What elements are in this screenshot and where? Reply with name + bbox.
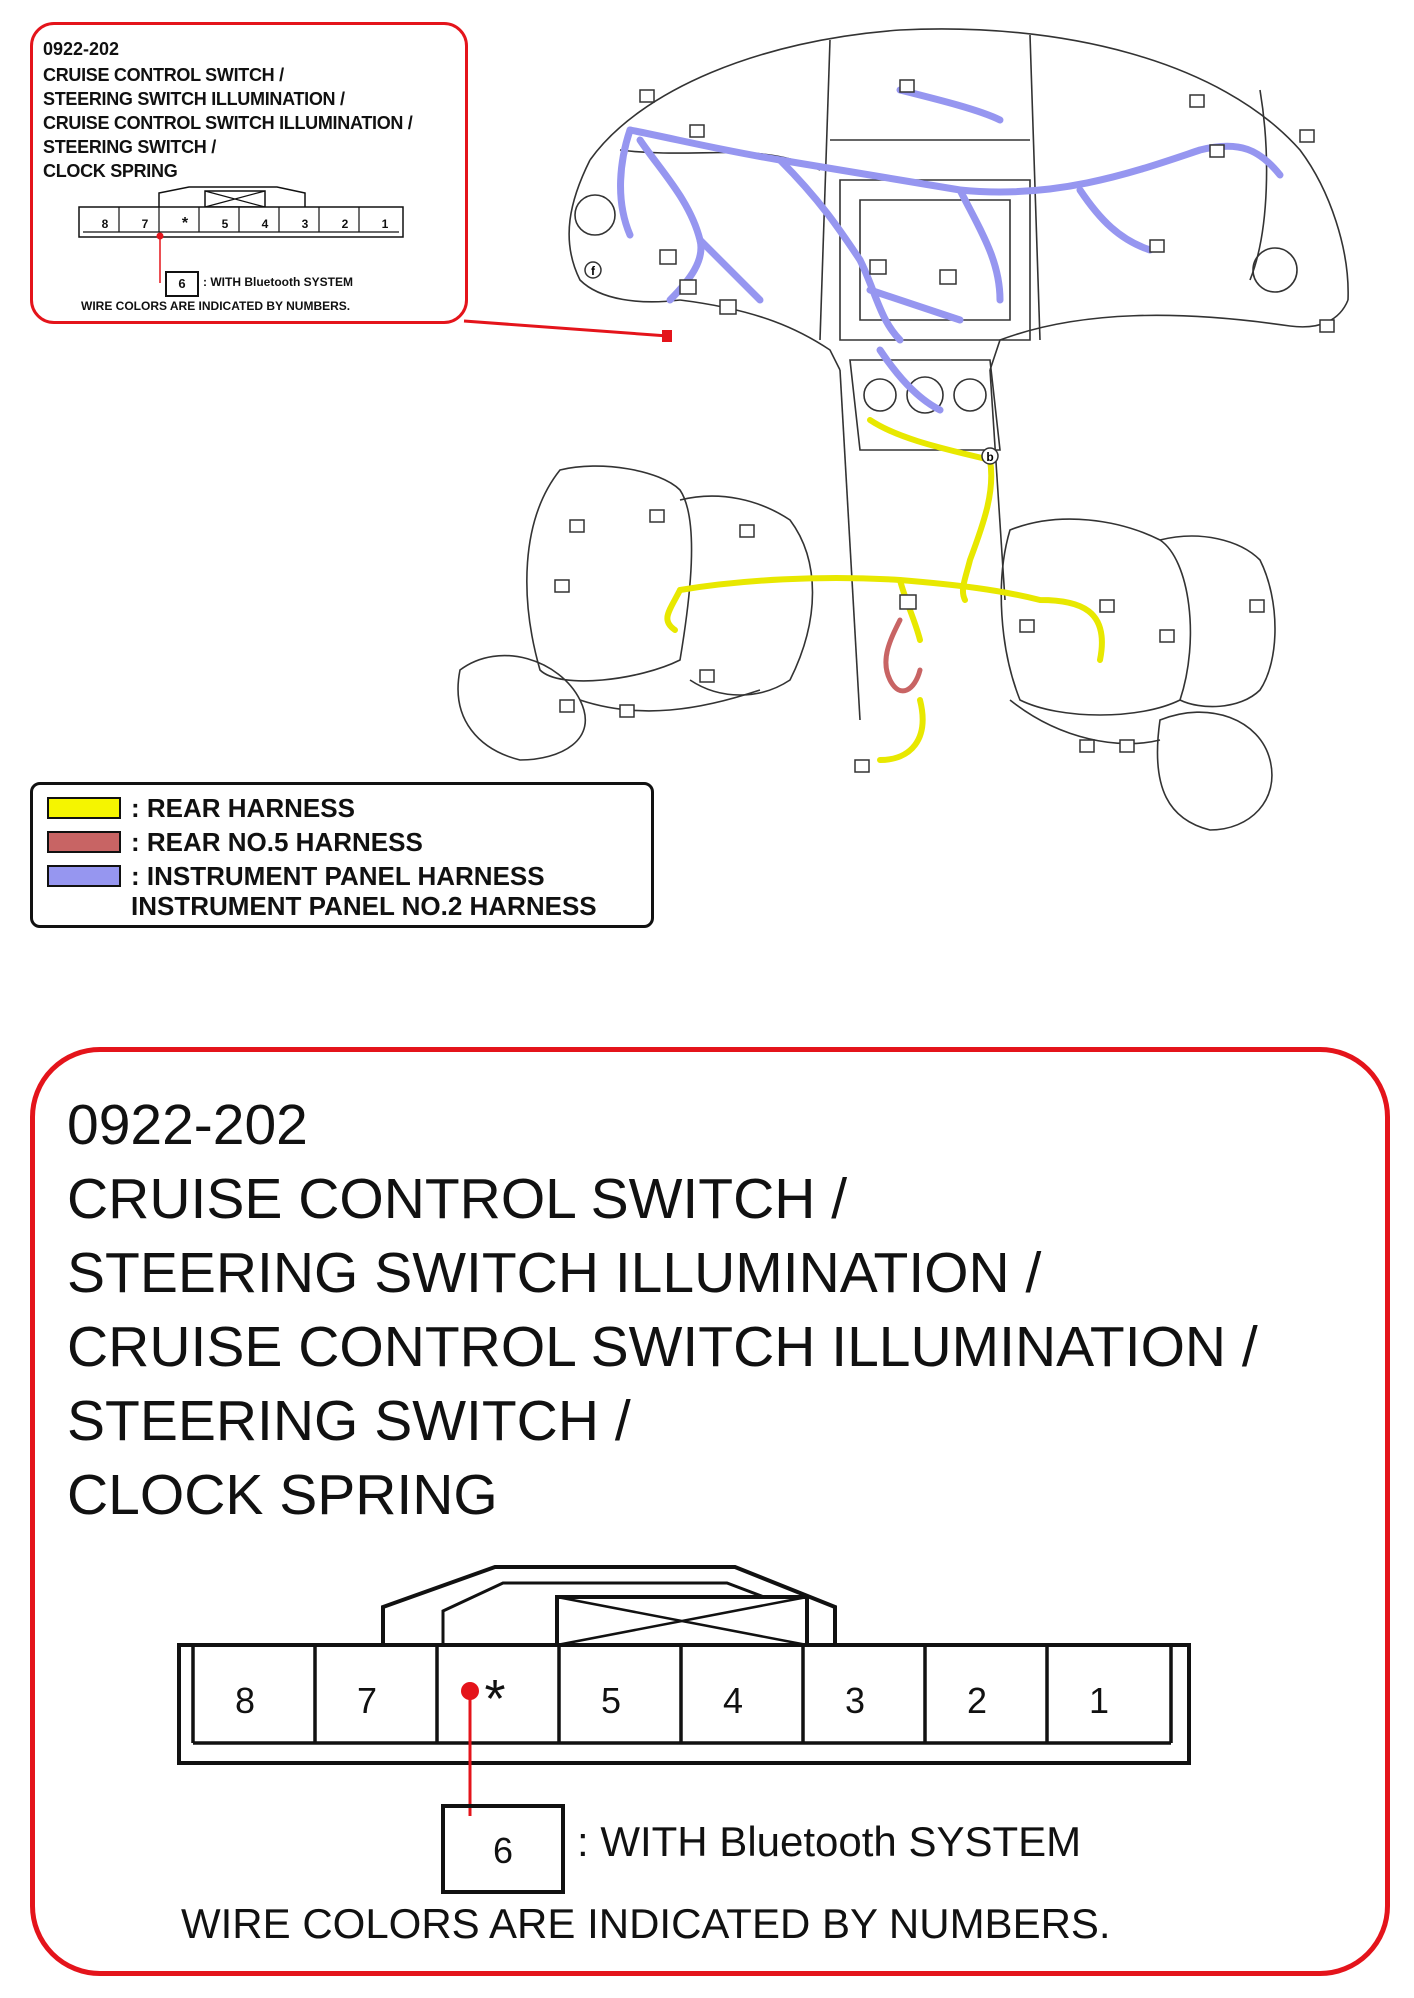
legend-label-instrument-panel-no2: INSTRUMENT PANEL NO.2 HARNESS (131, 890, 597, 921)
connector-pins-small: 8 7 * 5 4 3 2 1 (85, 215, 409, 247)
pin-label-1: 8 (234, 1680, 256, 1721)
legend-label-rear: : REAR HARNESS (131, 792, 355, 823)
option-leader-small (156, 232, 164, 283)
option-note-small: : WITH Bluetooth SYSTEM (203, 275, 353, 289)
pin-small-7: 2 (341, 217, 349, 231)
instrument-panel-harness-lines (617, 86, 1284, 414)
connectors (554, 79, 1335, 773)
pin-label-6: 3 (844, 1680, 866, 1721)
legend-item-instrument-panel: : INSTRUMENT PANEL HARNESS (47, 860, 545, 891)
connector-title-large-3: CRUISE CONTROL SWITCH ILLUMINATION / (67, 1315, 1258, 1379)
pin-label-3: * (484, 1669, 506, 1729)
pin-small-5: 4 (261, 217, 269, 231)
legend-item-rear: : REAR HARNESS (47, 792, 355, 823)
connector-title-line-2: STEERING SWITCH ILLUMINATION / (43, 89, 345, 109)
rear-harness-lines (664, 417, 1105, 763)
legend-item-rear-no5: : REAR NO.5 HARNESS (47, 826, 423, 857)
pin-small-1: 8 (101, 217, 109, 231)
connector-title-large-2: STEERING SWITCH ILLUMINATION / (67, 1241, 1042, 1305)
option-pin-box: 6 (441, 1804, 565, 1894)
pin-label-8: 1 (1088, 1680, 1110, 1721)
connector-title-large-5: CLOCK SPRING (67, 1463, 498, 1527)
connector-title-line-4: STEERING SWITCH / (43, 137, 216, 157)
option-pin-leader (461, 1682, 479, 1816)
rear-harness-swatch (47, 797, 121, 819)
option-pin-box-small: 6 (165, 271, 199, 297)
pin-small-4: 5 (221, 217, 229, 231)
vehicle-harness-diagram: b f (457, 28, 1349, 831)
pin-small-2: 7 (141, 217, 149, 231)
option-pin-note: : WITH Bluetooth SYSTEM (577, 1818, 1082, 1865)
marker-f-label: f (591, 264, 596, 278)
marker-b: b (981, 447, 999, 465)
marker-b-label: b (986, 450, 993, 464)
pin-small-6: 3 (301, 217, 309, 231)
pin-label-4: 5 (600, 1680, 622, 1721)
wire-color-footer-small: WIRE COLORS ARE INDICATED BY NUMBERS. (81, 299, 351, 313)
legend-item-instrument-panel-no2: INSTRUMENT PANEL NO.2 HARNESS (131, 890, 597, 921)
instrument-panel-harness-swatch (47, 865, 121, 887)
pin-label-5: 4 (722, 1680, 744, 1721)
connector-code-large: 0922-202 (67, 1093, 308, 1157)
connector-callout-small: 0922-202 CRUISE CONTROL SWITCH / STEERIN… (30, 22, 468, 324)
legend-label-rear-no5: : REAR NO.5 HARNESS (131, 826, 423, 857)
harness-legend: : REAR HARNESS : REAR NO.5 HARNESS : INS… (30, 782, 654, 928)
connector-title-line-5: CLOCK SPRING (43, 161, 178, 181)
pin-small-8: 1 (381, 217, 389, 231)
connector-face-small (78, 186, 404, 238)
pin-label-7: 2 (966, 1680, 988, 1721)
connector-face-large (177, 1565, 1191, 1765)
connector-code-small: 0922-202 (43, 39, 120, 59)
pin-label-2: 7 (356, 1680, 378, 1721)
connector-title-large-1: CRUISE CONTROL SWITCH / (67, 1167, 848, 1231)
rear-no5-harness-lines (883, 617, 923, 694)
legend-label-instrument-panel: : INSTRUMENT PANEL HARNESS (131, 860, 545, 891)
rear-no5-harness-swatch (47, 831, 121, 853)
wire-color-footer: WIRE COLORS ARE INDICATED BY NUMBERS. (181, 1900, 1111, 1947)
connector-title-large-4: STEERING SWITCH / (67, 1389, 631, 1453)
connector-title-line-3: CRUISE CONTROL SWITCH ILLUMINATION / (43, 113, 413, 133)
connector-title-line-1: CRUISE CONTROL SWITCH / (43, 65, 284, 85)
connector-callout-large: 0922-202 CRUISE CONTROL SWITCH / STEERIN… (30, 1047, 1390, 1976)
callout-leader-line (463, 319, 669, 338)
pin-small-3: * (181, 215, 189, 232)
dashboard-outline (457, 28, 1349, 831)
marker-f: f (584, 261, 602, 279)
